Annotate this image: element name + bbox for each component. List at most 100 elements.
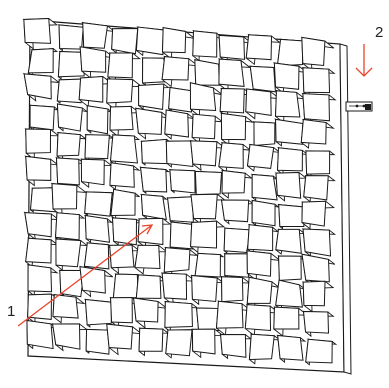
diffuser-block	[246, 143, 282, 172]
diffuser-block	[56, 103, 88, 132]
diffuser-block	[301, 36, 335, 72]
diffuser-block	[189, 193, 226, 225]
diffuser-block	[81, 21, 117, 54]
callout-1-arrowhead	[141, 224, 154, 235]
diffuser-block	[220, 198, 255, 225]
diffuser-block	[273, 306, 310, 337]
diffuser-block	[301, 92, 337, 125]
diffuser-block	[252, 120, 279, 149]
diffuser-block	[305, 338, 338, 366]
diffuser-block	[55, 156, 86, 189]
diffuser-block	[191, 113, 224, 144]
callout-1-arrow-line	[17, 224, 153, 327]
diffuser-block	[79, 265, 114, 298]
diffuser-block	[109, 134, 141, 166]
diffuser-block	[245, 33, 282, 66]
diffuser-block	[223, 227, 255, 254]
diffuser-block	[138, 327, 170, 357]
diffuser-block	[220, 275, 251, 309]
diffuser-block	[217, 34, 253, 64]
diffuser-block	[25, 237, 59, 268]
diffuser-block	[217, 58, 252, 93]
diffuser-block	[27, 293, 60, 324]
diffuser-block	[25, 319, 59, 350]
diffuser-block	[274, 172, 308, 202]
diffuser-block	[166, 196, 198, 224]
diffuser-block	[304, 149, 336, 179]
diffuser-block	[105, 323, 144, 356]
callout-2: 2	[355, 24, 383, 77]
diffuser-block	[163, 300, 199, 333]
diffuser-block	[109, 296, 141, 329]
diffuser-block	[22, 72, 61, 102]
diffuser-block	[194, 58, 224, 90]
diffuser-block	[245, 249, 282, 282]
diffuser-block	[247, 223, 280, 255]
diffuser-block	[195, 306, 226, 334]
diffuser-block	[135, 26, 172, 57]
diffuser-block	[27, 48, 59, 77]
diffuser-block	[80, 158, 113, 189]
diffuser-block	[220, 169, 254, 199]
diffuser-block	[78, 75, 113, 108]
diffuser-block	[52, 293, 86, 324]
diffuser-block	[164, 109, 195, 140]
callout-1-number: 1	[7, 303, 15, 320]
diffuser-block	[189, 81, 223, 118]
diffuser-block	[83, 214, 114, 244]
diffuser-block	[55, 211, 86, 242]
diffuser-block	[22, 17, 59, 50]
diffuser-block	[29, 187, 58, 213]
diffuser-block	[248, 333, 282, 365]
diffuser-block	[139, 193, 168, 221]
diffuser-block	[135, 107, 170, 140]
diffuser-block	[135, 274, 168, 304]
diffuser-block	[84, 191, 117, 217]
diffuser-block	[110, 188, 140, 220]
diffuser-block	[26, 263, 59, 297]
diffuser-block	[141, 57, 168, 86]
diffuser-block	[251, 199, 279, 227]
diffuser-block	[134, 244, 169, 275]
diffuser-block	[165, 329, 199, 359]
diffuser-block	[302, 310, 335, 338]
diffuser-block	[192, 30, 225, 62]
diffuser-block	[250, 173, 279, 201]
diffuser-block	[57, 50, 88, 80]
diffuser-block	[168, 86, 198, 113]
diffuser-block	[300, 118, 335, 149]
diffuser-block	[276, 334, 307, 364]
diffuser-block	[56, 78, 89, 104]
diffuser-block	[111, 216, 143, 246]
diffuser-block	[161, 26, 195, 60]
diffuser-block	[218, 141, 252, 174]
diffuser-block	[275, 279, 306, 311]
wall-bracket	[345, 101, 373, 112]
diffuser-block	[301, 253, 336, 287]
diffuser-block	[215, 300, 253, 337]
diffuser-block	[219, 87, 253, 118]
diffuser-block	[223, 252, 253, 279]
callout-1: 1	[7, 224, 154, 327]
diffuser-block	[277, 255, 306, 285]
diffuser-block	[109, 105, 141, 138]
diffuser-block	[24, 128, 60, 161]
diffuser-block	[219, 333, 253, 360]
diffuser-block	[132, 296, 169, 329]
diffuser-block	[301, 66, 336, 98]
diffuser-block	[276, 146, 310, 176]
diffuser-block	[24, 155, 60, 187]
diffuser-block	[165, 140, 199, 168]
diffuser-block	[107, 52, 141, 84]
diffuser-block	[84, 133, 115, 162]
diffuser-block	[139, 166, 171, 195]
diffuser-block	[301, 280, 335, 313]
diffuser-block	[86, 104, 112, 135]
diffuser-block	[244, 303, 281, 337]
diffuser-block	[303, 174, 336, 203]
diffuser-block	[219, 112, 255, 146]
diffuser-block	[83, 298, 116, 328]
diffuser-block	[245, 88, 282, 120]
diffuser-block	[301, 227, 337, 257]
callout-2-number: 2	[375, 24, 383, 41]
